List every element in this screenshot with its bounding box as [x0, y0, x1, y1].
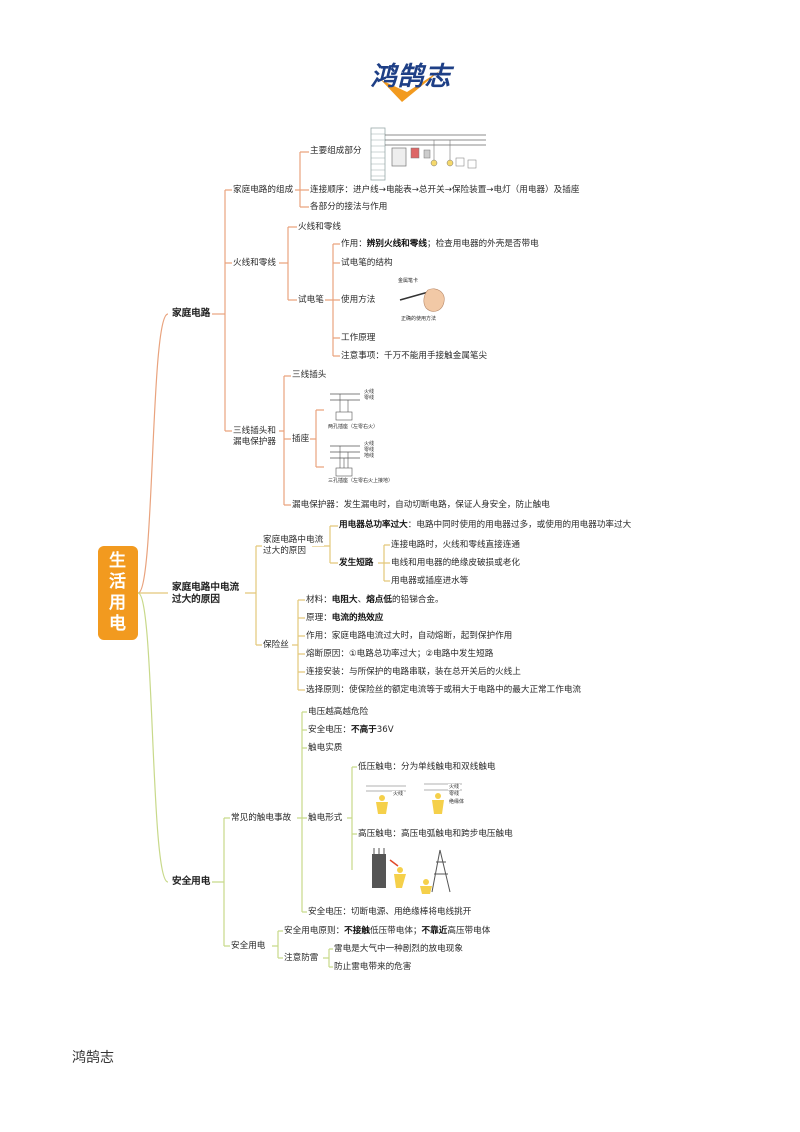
text-bold: 熔点低	[366, 595, 392, 605]
text-prefix: 材料：	[306, 595, 332, 605]
node-each-part: 各部分的接法与作用	[309, 202, 389, 213]
node-fuse-choose: 选择原则：使保险丝的额定电流等于或稍大于电路中的最大正常工作电流	[305, 685, 583, 696]
node-lightning-1: 雷电是大气中一种剧烈的放电现象	[333, 944, 464, 955]
node-rescue: 安全电压：切断电源、用绝缘棒将电线挑开	[307, 907, 473, 918]
node-short-1: 连接电路时，火线和零线直接连通	[390, 540, 521, 551]
node-pen-principle: 工作原理	[340, 333, 377, 344]
node-cause-1: 家庭电路中电流	[262, 535, 325, 546]
low-fig-earth: 绝缘体	[448, 799, 466, 805]
node-fuse-connect: 连接安装：与所保护的电路串联，装在总开关后的火线上	[305, 667, 522, 678]
test-pen-figure	[399, 288, 445, 312]
text-bold: 不接触	[344, 926, 370, 936]
socket-caption-three-hole: 三孔插座（左零右火上接地）	[327, 478, 395, 484]
socket-fig-fire-2: 火线	[363, 441, 376, 447]
node-fire-zero-sub: 火线和零线	[297, 222, 342, 233]
node-plug-2: 漏电保护器	[232, 437, 277, 448]
low-voltage-figure	[366, 783, 462, 814]
text-sep: 、	[357, 595, 367, 605]
node-short-circuit: 发生短路	[338, 558, 375, 569]
pen-fig-caption-b: 正确的使用方法	[400, 316, 438, 322]
socket-figure	[330, 393, 360, 477]
node-three-plug: 三线插头	[291, 370, 328, 381]
node-fire-zero: 火线和零线	[232, 258, 277, 269]
text-rest: ：电路中同时使用的用电器过多，或使用的用电器功率过大	[407, 520, 632, 530]
node-fuse: 保险丝	[262, 640, 290, 651]
node-cause-2: 过大的原因	[262, 546, 307, 557]
node-lightning-2: 防止雷电带来的危害	[333, 962, 413, 973]
node-short-2: 电线和用电器的绝缘皮破损或老化	[390, 558, 521, 569]
root-char: 活	[109, 572, 127, 592]
node-overload: 用电器总功率过大：电路中同时使用的用电器过多，或使用的用电器功率过大	[338, 520, 633, 531]
brand-logo: 鸿鹄志	[355, 56, 467, 106]
node-voltage-danger: 电压越高越危险	[307, 707, 370, 718]
node-low-voltage: 低压触电：分为单线触电和双线触电	[357, 762, 497, 773]
socket-fig-zero-2: 零线	[363, 447, 376, 453]
high-voltage-figure	[372, 848, 451, 894]
socket-fig-zero: 零线	[363, 395, 376, 401]
node-safe-use: 安全用电	[230, 941, 267, 952]
node-test-pen: 试电笔	[297, 295, 325, 306]
node-leak-protector: 漏电保护器：发生漏电时，自动切断电路，保证人身安全，防止触电	[291, 500, 551, 511]
text-bold: 不靠近	[421, 926, 448, 936]
text-bold: 发生短路	[339, 558, 374, 568]
text-bold: 不高于	[350, 725, 377, 735]
text-suffix: 的铅锑合金。	[392, 595, 444, 605]
node-safe-principle: 安全用电原则：不接触低压带电体；不靠近高压带电体	[283, 926, 492, 937]
branch-current-2: 过大的原因	[171, 594, 221, 605]
node-plug-1: 三线插头和	[232, 426, 277, 437]
root-node: 生 活 用 电	[98, 546, 138, 640]
text-suffix: 36V	[376, 725, 394, 735]
node-socket: 插座	[291, 434, 311, 445]
node-lightning: 注意防雷	[283, 953, 320, 964]
node-fuse-material: 材料：电阻大、熔点低的铅锑合金。	[305, 595, 445, 606]
node-shock-essence: 触电实质	[307, 743, 344, 754]
node-accident: 常见的触电事故	[230, 813, 293, 824]
root-char: 电	[109, 614, 127, 634]
text-bold: 辨别火线和零线	[366, 239, 427, 249]
low-fig-fire: 火线	[392, 791, 405, 797]
text-prefix: 作用：	[341, 239, 367, 249]
node-fuse-melt: 熔断原因：①电路总功率过大；②电路中发生短路	[305, 649, 495, 660]
node-high-voltage: 高压触电：高压电弧触电和跨步电压触电	[357, 829, 514, 840]
text-prefix: 安全用电原则：	[284, 926, 345, 936]
node-safe-voltage: 安全电压：不高于36V	[307, 725, 395, 736]
socket-fig-earth: 地线	[363, 453, 376, 459]
pen-fig-caption-a: 金属笔卡	[397, 278, 420, 284]
text-bold: 用电器总功率过大	[339, 520, 408, 530]
socket-caption-two-hole: 两孔插座（左零右火）	[327, 424, 380, 430]
node-pen-method: 使用方法	[340, 295, 377, 306]
logo-check-mark	[381, 70, 441, 102]
text-bold: 电阻大	[331, 595, 358, 605]
branch-safety: 安全用电	[171, 876, 212, 887]
branch-household-circuit: 家庭电路	[171, 308, 212, 319]
text-suffix: ；检查用电器的外壳是否带电	[426, 239, 539, 249]
node-fuse-principle: 原理：电流的热效应	[305, 613, 385, 624]
node-main-parts: 主要组成部分	[309, 146, 363, 157]
root-char: 生	[109, 551, 127, 571]
low-fig-zero: 零线	[448, 791, 461, 797]
text-prefix: 原理：	[306, 613, 332, 623]
socket-fig-fire: 火线	[363, 389, 376, 395]
node-pen-use: 作用：辨别火线和零线；检查用电器的外壳是否带电	[340, 239, 540, 250]
branch-current-1: 家庭电路中电流	[171, 582, 241, 593]
text-suffix: 高压带电体	[447, 926, 491, 936]
node-shock-form: 触电形式	[307, 813, 344, 824]
node-pen-structure: 试电笔的结构	[340, 258, 394, 269]
node-short-3: 用电器或插座进水等	[390, 576, 470, 587]
text-prefix: 安全电压：	[308, 725, 351, 735]
household-wiring-figure	[370, 127, 486, 181]
node-pen-note: 注意事项：千万不能用手接触金属笔尖	[340, 351, 489, 362]
low-fig-fire-2: 火线	[448, 784, 461, 790]
node-connect-order: 连接顺序：进户线→电能表→总开关→保险装置→电灯（用电器）及插座	[309, 185, 581, 196]
node-composition: 家庭电路的组成	[232, 185, 295, 196]
text-bold: 电流的热效应	[331, 613, 384, 623]
footer-brand: 鸿鹄志	[72, 1050, 114, 1066]
root-char: 用	[109, 593, 127, 613]
logo-text: 鸿鹄志	[370, 62, 452, 92]
node-fuse-function: 作用：家庭电路电流过大时，自动熔断，起到保护作用	[305, 631, 514, 642]
text-mid: 低压带电体；	[369, 926, 422, 936]
